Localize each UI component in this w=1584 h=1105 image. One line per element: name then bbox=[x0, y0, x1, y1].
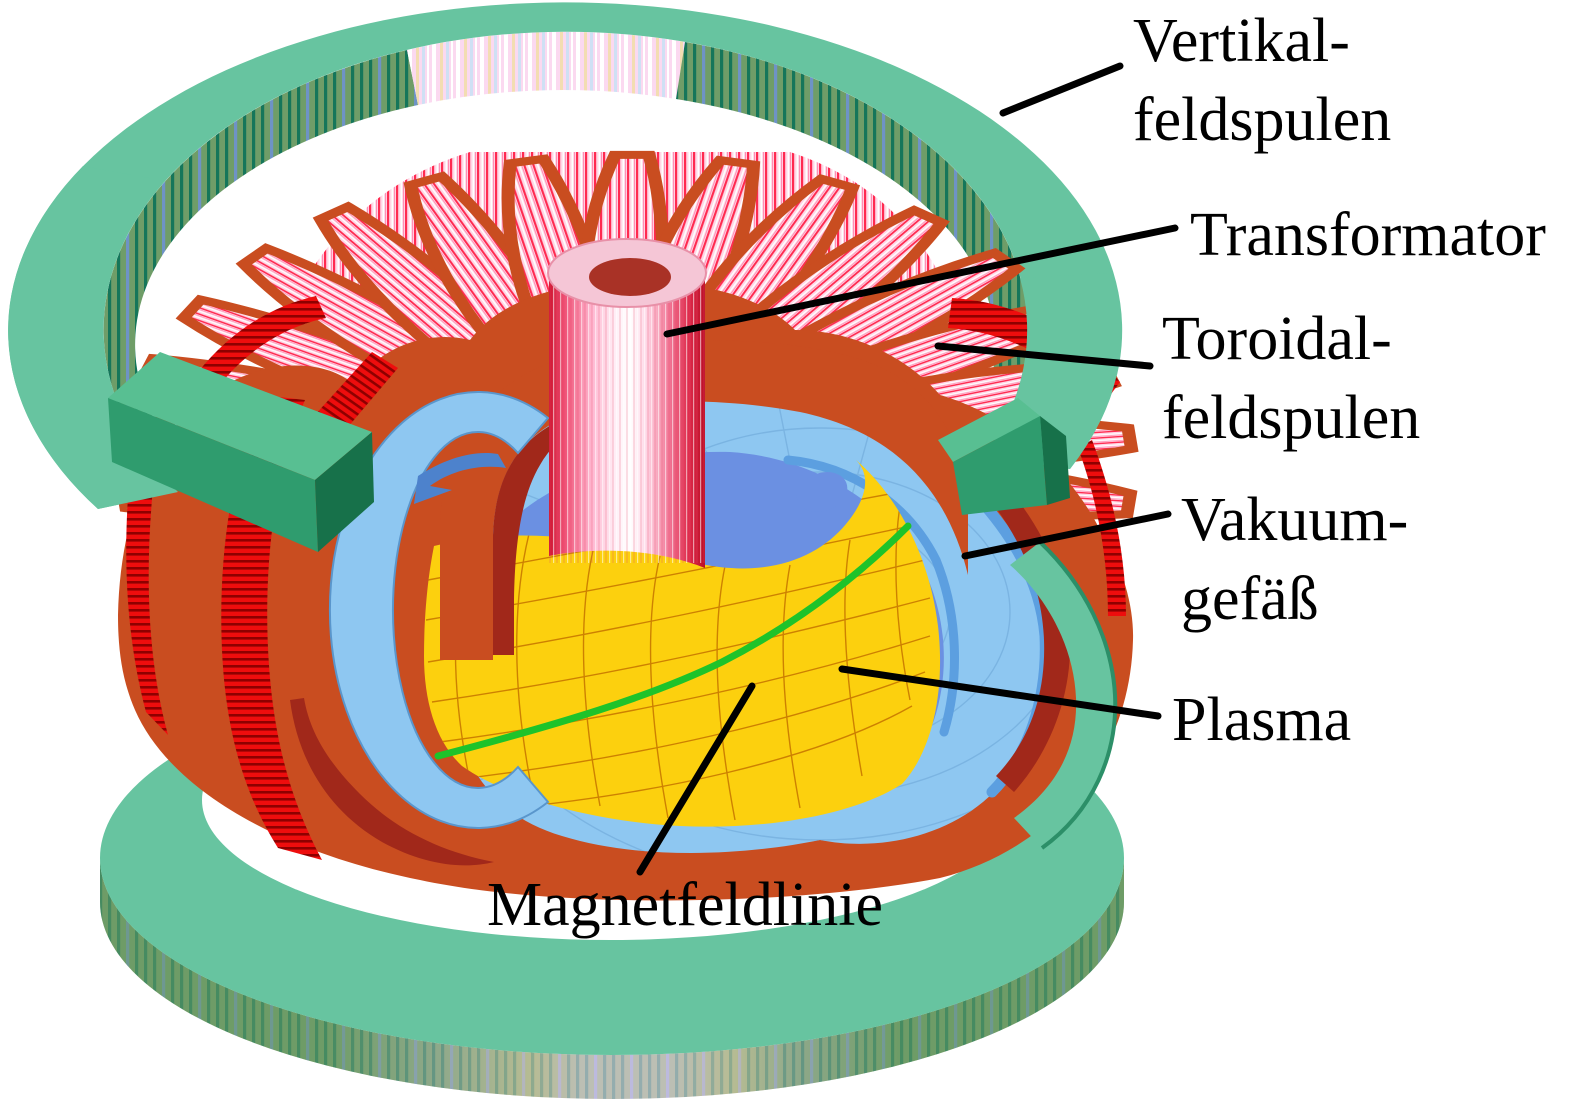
label-line: feldspulen bbox=[1133, 86, 1392, 154]
bottom-ring-side-wall-stripes bbox=[100, 858, 1124, 1099]
coil-stripe-band-far-left bbox=[126, 452, 168, 735]
top-ring-front-left-band bbox=[8, 166, 178, 509]
leader-magnetfeldlinie bbox=[636, 682, 756, 876]
label-toroidalfeldspulen: Toroidal- feldspulen bbox=[1162, 300, 1420, 458]
vessel-cut-edge-rim bbox=[783, 455, 959, 737]
label-line: Vakuum- bbox=[1181, 486, 1409, 554]
coil-inner-face-left bbox=[493, 399, 650, 655]
leader-vertikalfeldspulen bbox=[999, 62, 1124, 117]
label-line: Vertikal- bbox=[1133, 7, 1350, 75]
leader-vakuumgefaess bbox=[961, 510, 1172, 560]
label-plasma: Plasma bbox=[1172, 681, 1351, 760]
label-magnetfeldlinie: Magnetfeldlinie bbox=[487, 866, 883, 945]
label-transformator: Transformator bbox=[1190, 196, 1546, 275]
vertical-field-coil-top-front bbox=[8, 166, 1122, 552]
vertical-field-coil-bottom bbox=[100, 660, 1124, 1099]
transformer-column bbox=[547, 238, 707, 568]
coil-stripe-band-diagonal bbox=[314, 352, 398, 434]
coil-end-block-right bbox=[938, 398, 1070, 515]
vessel-cut-edge-sliver bbox=[414, 452, 506, 504]
label-line: Toroidal- bbox=[1162, 305, 1392, 373]
coil-stripe-band-upper-left bbox=[198, 296, 326, 392]
magnetic-field-line bbox=[434, 522, 912, 760]
leader-plasma bbox=[838, 665, 1162, 720]
label-line: Magnetfeldlinie bbox=[487, 871, 883, 939]
bottom-ring-right-band bbox=[1010, 540, 1118, 850]
front-coil-arch bbox=[290, 340, 968, 866]
top-ring-inner-wall-left bbox=[103, 50, 419, 492]
column-stripe-texture bbox=[549, 273, 705, 563]
coil-inner-face-bottom-left bbox=[290, 698, 494, 866]
leader-transformator bbox=[663, 224, 1179, 338]
column-bore-hole bbox=[589, 258, 671, 296]
leader-lines bbox=[636, 62, 1179, 876]
coil-end-block-left bbox=[108, 352, 374, 552]
label-vakuumgefaess: Vakuum- gefäß bbox=[1181, 481, 1408, 639]
leader-toroidalfeldspulen bbox=[934, 342, 1154, 370]
arch-band bbox=[440, 340, 968, 660]
label-line: Transformator bbox=[1190, 201, 1546, 269]
bottom-ring-top-surface bbox=[100, 660, 1124, 1055]
top-ring-inner-wall-center bbox=[407, 31, 685, 105]
label-line: feldspulen bbox=[1162, 384, 1421, 452]
label-vertikalfeldspulen: Vertikal- feldspulen bbox=[1133, 2, 1391, 160]
label-line: gefäß bbox=[1181, 565, 1319, 633]
label-line: Plasma bbox=[1172, 686, 1352, 754]
plasma-curl-opening bbox=[796, 472, 848, 512]
